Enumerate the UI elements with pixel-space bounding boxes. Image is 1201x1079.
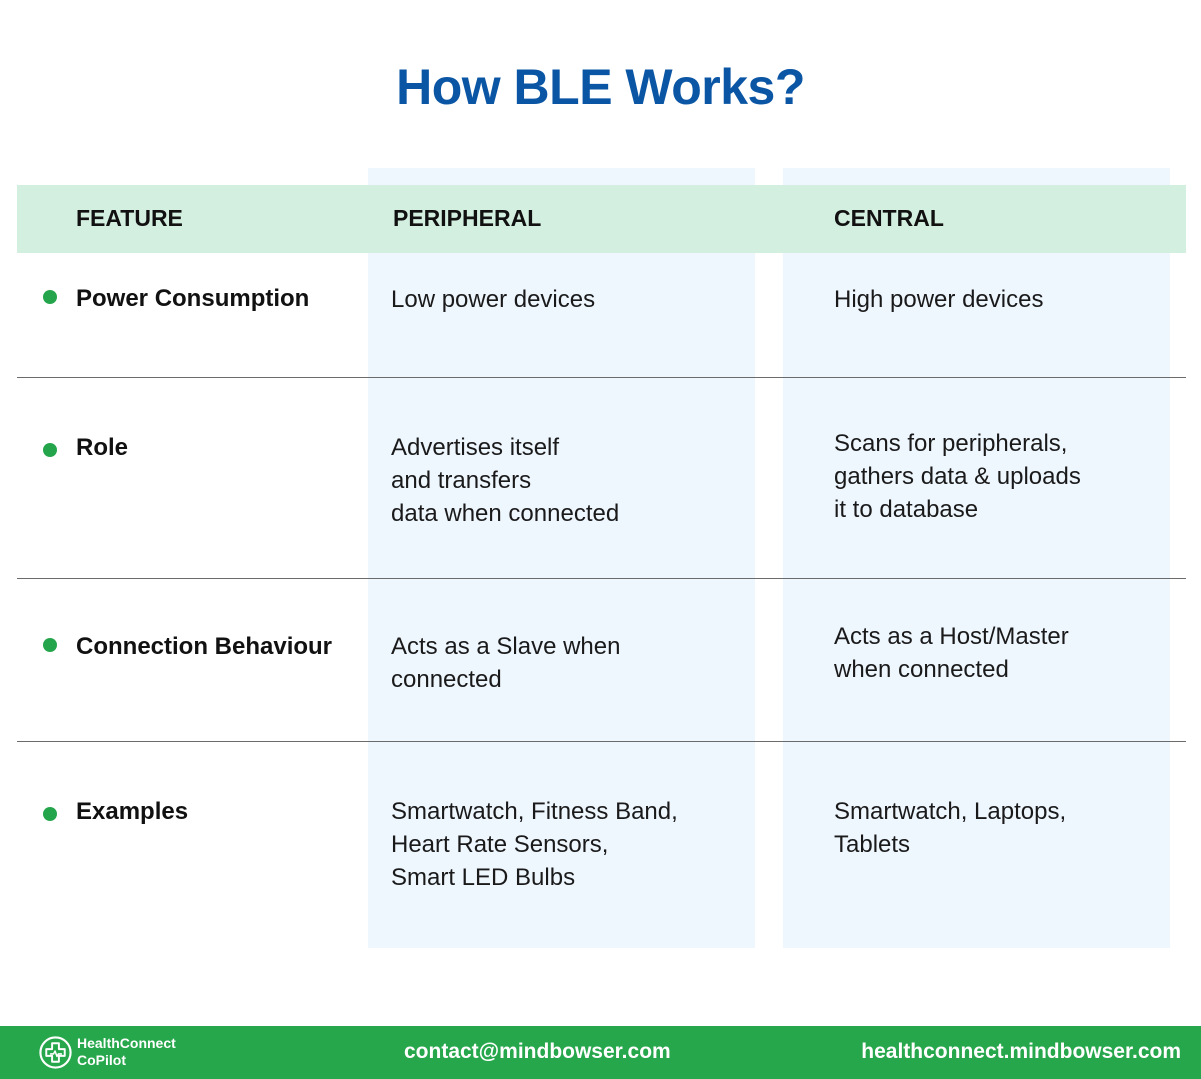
row-divider — [17, 578, 1186, 579]
row-divider — [17, 741, 1186, 742]
footer-website-link[interactable]: healthconnect.mindbowser.com — [861, 1040, 1181, 1063]
feature-role: Role — [76, 434, 129, 461]
peripheral-column-background — [368, 168, 755, 948]
footer-email-link[interactable]: contact@mindbowser.com — [404, 1040, 671, 1063]
peripheral-role: Advertises itself and transfers data whe… — [391, 434, 620, 527]
brand-line-2: CoPilot — [77, 1052, 126, 1068]
page-title: How BLE Works? — [396, 59, 805, 115]
footer-brand: HealthConnect CoPilot — [77, 1035, 176, 1069]
header-feature: FEATURE — [76, 205, 183, 231]
header-central: CENTRAL — [834, 205, 944, 231]
health-cross-logo-icon — [39, 1036, 72, 1069]
feature-connection-behaviour: Connection Behaviour — [76, 633, 333, 660]
central-power-consumption: High power devices — [834, 286, 1044, 313]
peripheral-connection-behaviour: Acts as a Slave when connected — [391, 633, 621, 693]
green-dot-icon — [43, 807, 57, 821]
green-dot-icon — [43, 443, 57, 457]
green-dot-icon — [43, 638, 57, 652]
central-examples: Smartwatch, Laptops, Tablets — [834, 798, 1067, 858]
feature-power-consumption: Power Consumption — [76, 285, 310, 312]
brand-line-1: HealthConnect — [77, 1035, 176, 1051]
table-header-band — [17, 185, 1186, 253]
row-divider — [17, 377, 1186, 378]
footer-bar: HealthConnect CoPilot contact@mindbowser… — [0, 1026, 1201, 1079]
central-role: Scans for peripherals, gathers data & up… — [834, 430, 1081, 523]
peripheral-power-consumption: Low power devices — [391, 286, 596, 313]
central-connection-behaviour: Acts as a Host/Master when connected — [834, 623, 1069, 683]
feature-examples: Examples — [76, 798, 189, 825]
central-column-background — [783, 168, 1170, 948]
header-peripheral: PERIPHERAL — [393, 205, 542, 231]
green-dot-icon — [43, 290, 57, 304]
peripheral-examples: Smartwatch, Fitness Band, Heart Rate Sen… — [391, 798, 678, 891]
